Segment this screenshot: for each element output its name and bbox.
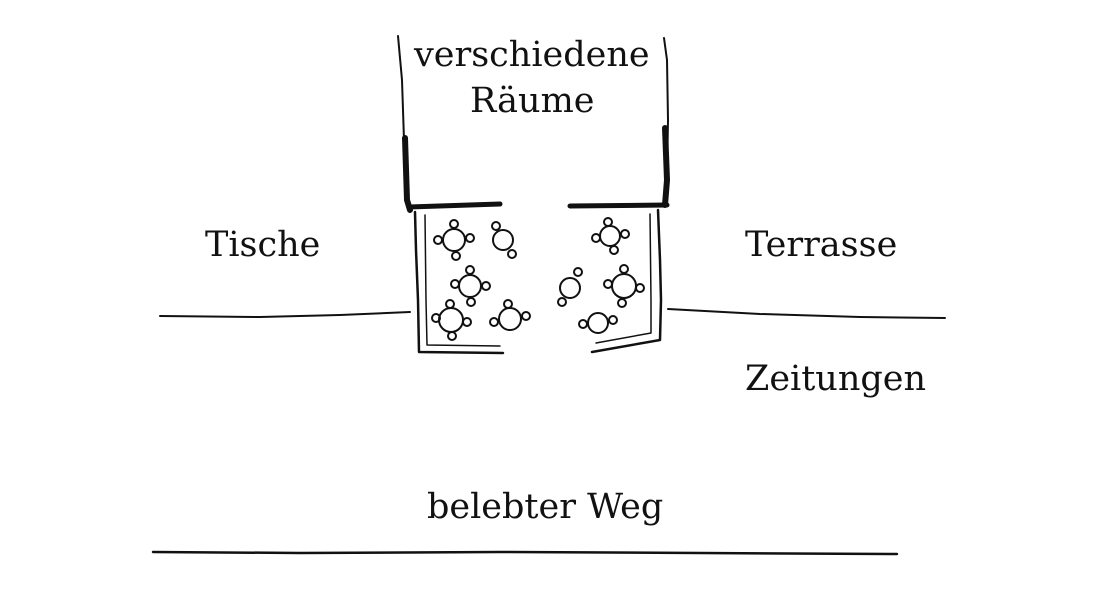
- chair: [557, 297, 567, 307]
- chair: [603, 217, 613, 227]
- chair: [521, 311, 531, 321]
- table-2: [492, 229, 514, 251]
- terrace-left-inner: [424, 214, 501, 347]
- terrace-left-outline: [413, 210, 505, 355]
- table-7: [559, 277, 581, 299]
- terrace-right-inner: [595, 213, 652, 344]
- table-5: [498, 307, 522, 331]
- chair: [466, 297, 476, 307]
- chair: [450, 279, 460, 289]
- chair: [433, 235, 443, 245]
- chair: [451, 251, 461, 261]
- chair: [503, 299, 513, 309]
- chair: [603, 279, 613, 289]
- chair: [608, 315, 618, 325]
- chair: [431, 313, 441, 323]
- chair: [507, 249, 517, 259]
- terrace-right-outline: [590, 208, 663, 354]
- chair: [620, 229, 630, 239]
- chair: [578, 319, 588, 329]
- chair: [481, 281, 491, 291]
- busy-path-line: [151, 550, 899, 556]
- table-group-2: [491, 221, 517, 259]
- label-tables: Tische: [205, 225, 321, 265]
- table-group-1: [433, 219, 475, 261]
- chair: [491, 221, 501, 231]
- chair: [465, 233, 475, 243]
- chair: [447, 331, 457, 341]
- chair: [465, 265, 475, 275]
- table-group-9: [578, 312, 618, 334]
- table-group-6: [591, 217, 630, 255]
- table-group-4: [431, 299, 472, 341]
- table-group-8: [603, 264, 645, 308]
- table-8: [611, 273, 637, 299]
- chair: [573, 267, 583, 277]
- chair: [462, 317, 472, 327]
- chair: [591, 233, 601, 243]
- table-group-7: [557, 267, 583, 307]
- building-left-wall-thick: [402, 135, 413, 213]
- chair: [635, 283, 645, 293]
- building-left-front: [406, 201, 503, 210]
- table-group-3: [450, 265, 491, 307]
- label-busy-path: belebter Weg: [427, 487, 664, 527]
- terrace-edge-line-right: [667, 308, 946, 319]
- table-6: [599, 225, 621, 247]
- label-rooms-line1: verschiedene: [414, 35, 650, 75]
- chair: [617, 298, 627, 308]
- chair: [489, 317, 499, 327]
- building-right-wall-thick: [662, 125, 670, 208]
- table-3: [458, 274, 482, 298]
- label-terrace: Terrasse: [745, 225, 898, 265]
- table-1: [442, 228, 466, 252]
- table-9: [587, 312, 609, 334]
- chair: [445, 299, 455, 309]
- terrace-edge-line-left: [159, 311, 411, 318]
- chair: [449, 219, 459, 229]
- label-rooms-line2: Räume: [470, 81, 595, 121]
- chair: [609, 245, 619, 255]
- building-right-front: [567, 202, 670, 209]
- table-4: [438, 307, 464, 333]
- table-group-5: [489, 299, 531, 331]
- label-newspapers: Zeitungen: [745, 359, 927, 399]
- chair: [619, 264, 629, 274]
